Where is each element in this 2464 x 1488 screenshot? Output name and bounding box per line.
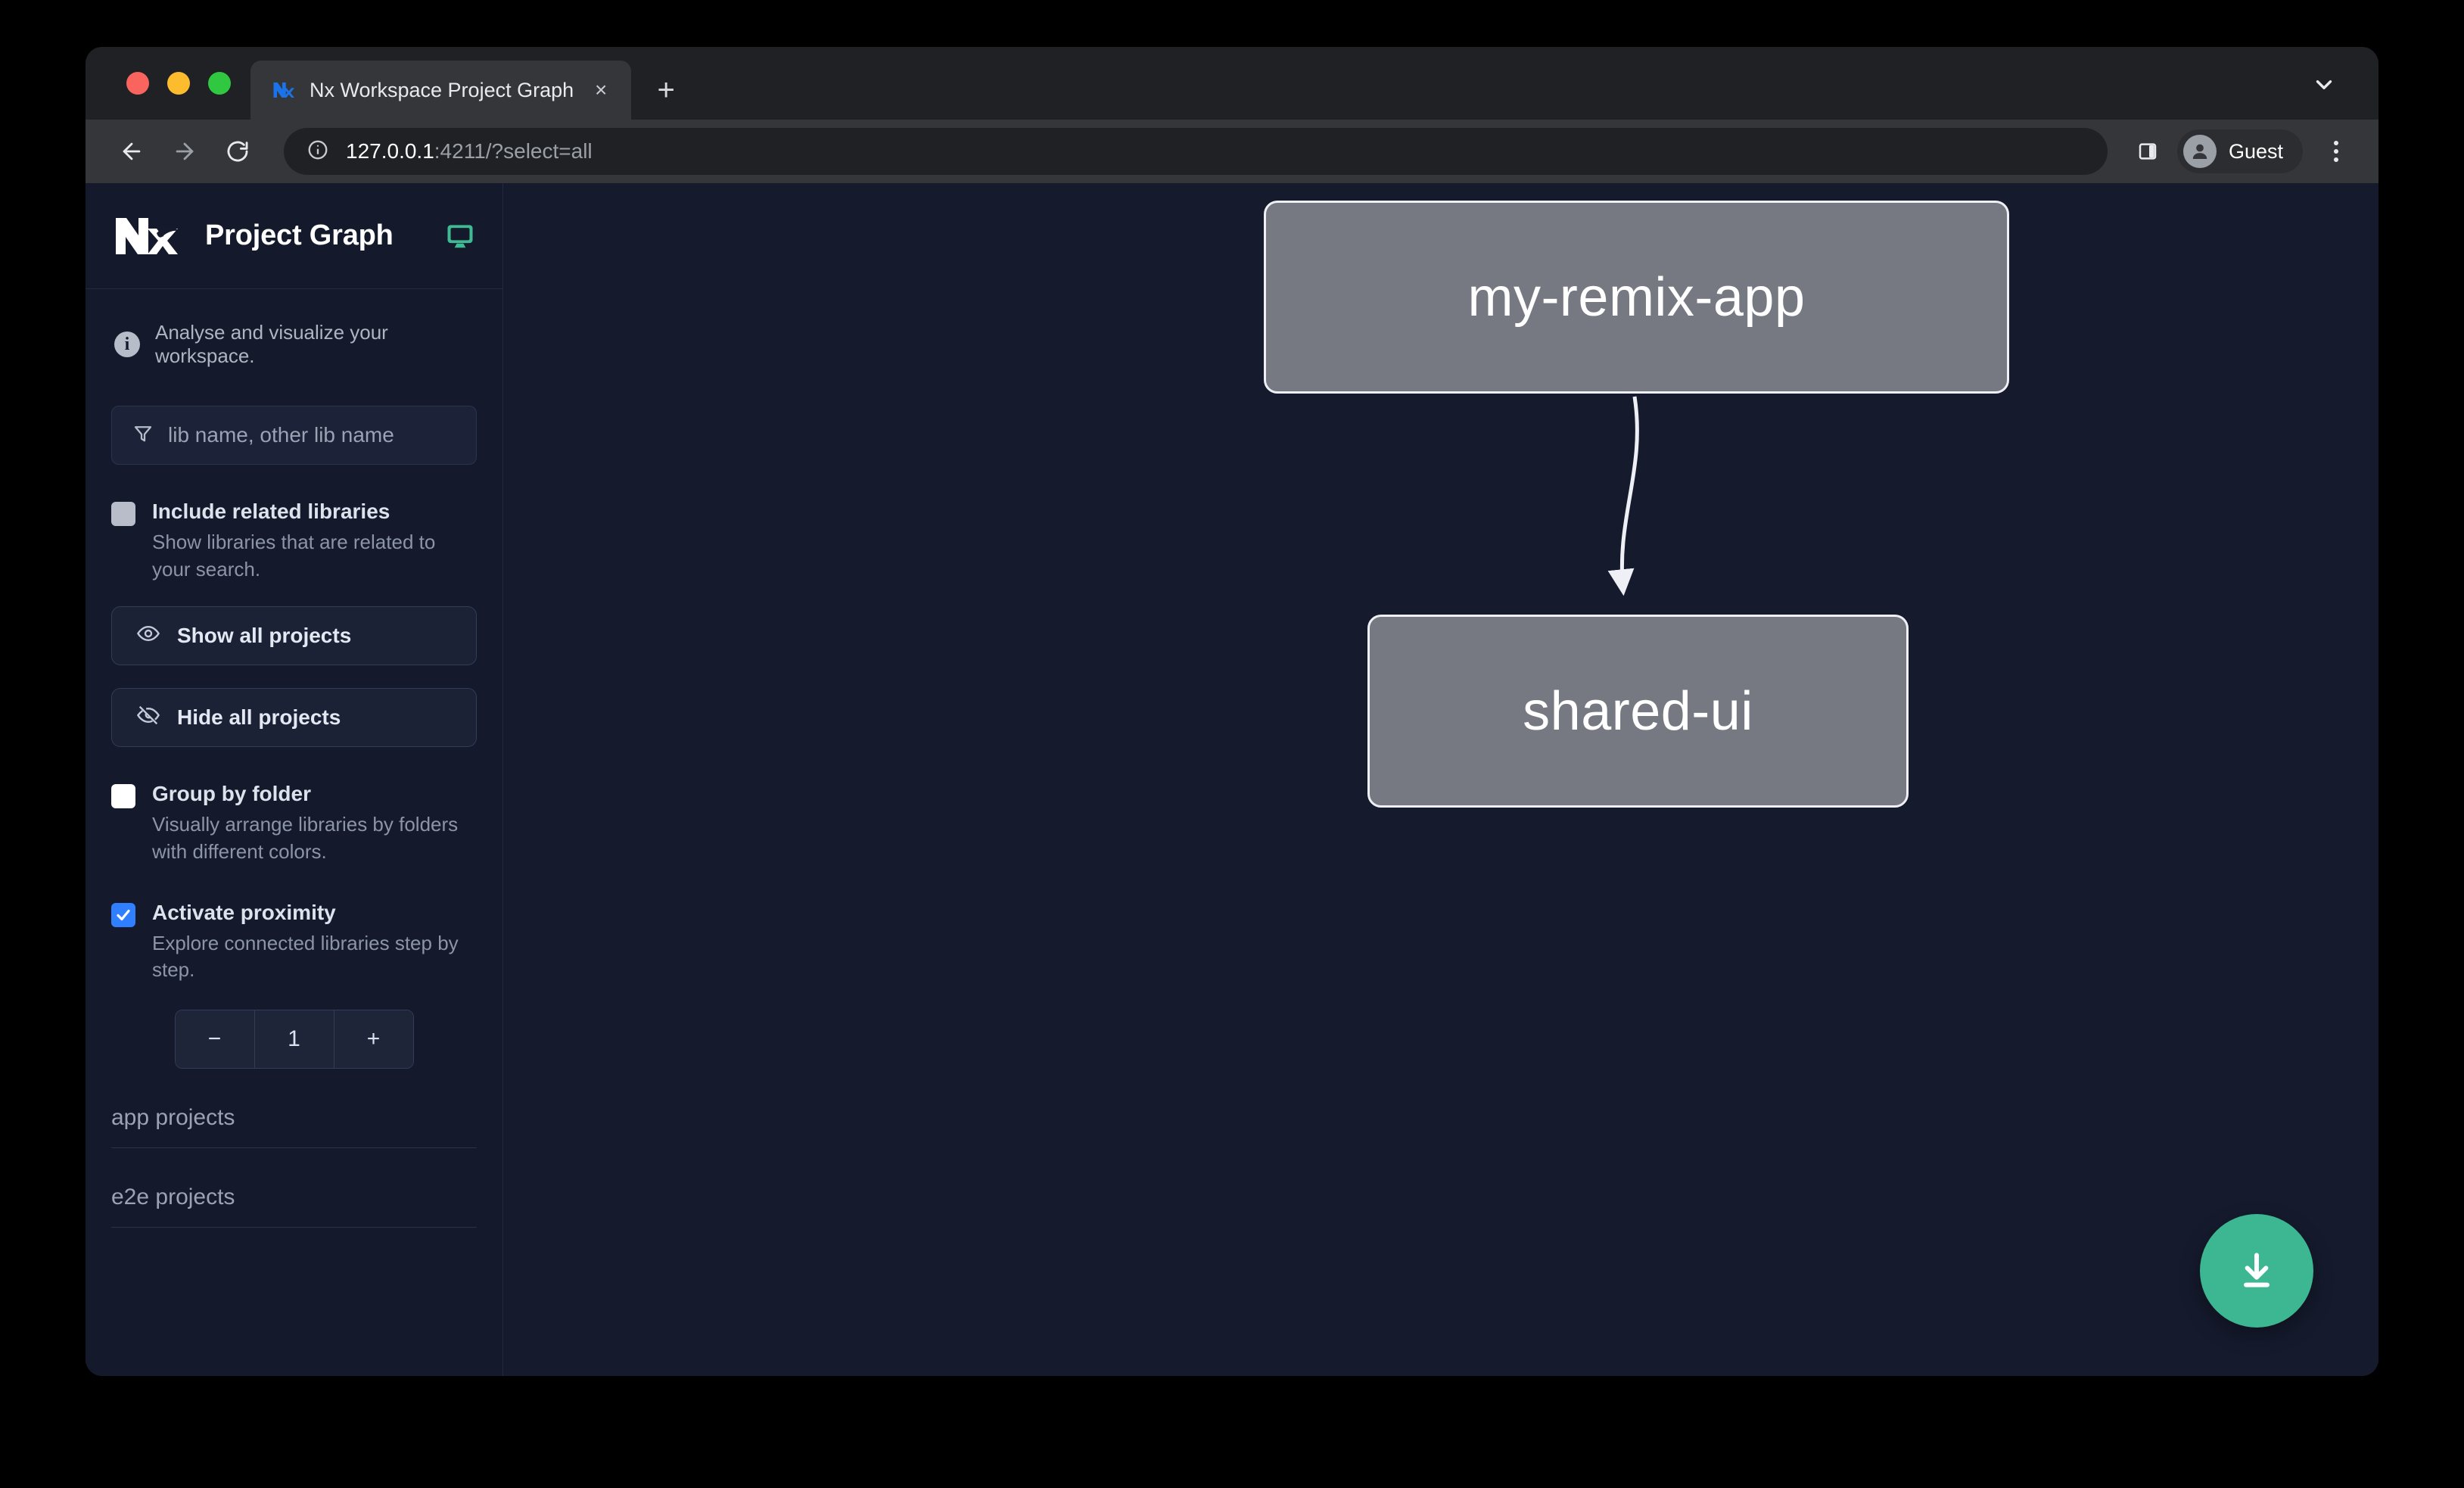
project-graph-canvas[interactable]: my-remix-app shared-ui bbox=[503, 183, 2378, 1376]
sidebar: Project Graph i Analyse and visualize yo… bbox=[86, 183, 503, 1376]
eye-icon bbox=[136, 621, 160, 649]
hide-all-projects-button[interactable]: Hide all projects bbox=[111, 687, 477, 747]
option-activate-proximity[interactable]: Activate proximity Explore connected lib… bbox=[111, 899, 477, 985]
section-e2e-projects[interactable]: e2e projects bbox=[111, 1148, 477, 1228]
hide-all-projects-label: Hide all projects bbox=[177, 705, 341, 729]
filter-icon bbox=[132, 422, 154, 449]
url-text: 127.0.0.1:4211/?select=all bbox=[346, 139, 593, 163]
browser-tab[interactable]: Nx Workspace Project Graph × bbox=[250, 61, 632, 120]
page-title: Project Graph bbox=[205, 219, 394, 251]
tab-strip: Nx Workspace Project Graph × + bbox=[86, 47, 2378, 120]
monitor-icon[interactable] bbox=[443, 219, 477, 253]
option-description: Visually arrange libraries by folders wi… bbox=[152, 812, 459, 863]
graph-node-my-remix-app[interactable]: my-remix-app bbox=[1264, 201, 2009, 394]
stepper-value: 1 bbox=[254, 1010, 334, 1069]
window-controls bbox=[108, 47, 250, 120]
option-group-by-folder[interactable]: Group by folder Visually arrange librari… bbox=[111, 780, 477, 866]
page-content: Project Graph i Analyse and visualize yo… bbox=[86, 183, 2378, 1376]
node-label: my-remix-app bbox=[1467, 266, 1806, 328]
graph-node-shared-ui[interactable]: shared-ui bbox=[1367, 615, 1909, 808]
site-info-icon[interactable] bbox=[306, 139, 329, 165]
tab-title: Nx Workspace Project Graph bbox=[310, 78, 574, 101]
browser-menu-button[interactable] bbox=[2315, 130, 2357, 173]
proximity-stepper[interactable]: − 1 + bbox=[174, 1010, 414, 1069]
sidebar-controls: i Analyse and visualize your workspace. … bbox=[86, 289, 502, 1376]
minimize-window-button[interactable] bbox=[167, 72, 190, 95]
close-tab-button[interactable]: × bbox=[594, 78, 608, 101]
node-label: shared-ui bbox=[1523, 680, 1753, 742]
nx-logo-icon bbox=[111, 213, 187, 259]
group-by-folder-checkbox[interactable] bbox=[111, 783, 135, 808]
section-app-projects[interactable]: app projects bbox=[111, 1069, 477, 1149]
chevron-down-icon[interactable] bbox=[2306, 67, 2342, 103]
eye-off-icon bbox=[136, 703, 160, 731]
filter-input[interactable]: lib name, other lib name bbox=[111, 406, 477, 465]
avatar bbox=[2182, 135, 2217, 168]
new-tab-button[interactable]: + bbox=[657, 73, 675, 107]
toolbar-actions: Guest bbox=[2126, 129, 2357, 173]
url-path: :4211/?select=all bbox=[434, 139, 593, 163]
stepper-decrement-button[interactable]: − bbox=[175, 1010, 254, 1069]
stepper-increment-button[interactable]: + bbox=[333, 1010, 413, 1069]
forward-button[interactable] bbox=[161, 128, 208, 175]
show-all-projects-button[interactable]: Show all projects bbox=[111, 605, 477, 665]
option-label: Group by folder bbox=[152, 781, 311, 805]
profile-name: Guest bbox=[2228, 139, 2283, 163]
option-label: Activate proximity bbox=[152, 900, 336, 924]
show-all-projects-label: Show all projects bbox=[177, 623, 352, 647]
maximize-window-button[interactable] bbox=[208, 72, 231, 95]
edge-my-remix-app-to-shared-ui bbox=[1607, 396, 1639, 596]
reload-button[interactable] bbox=[214, 128, 261, 175]
option-include-related-libraries[interactable]: Include related libraries Show libraries… bbox=[111, 498, 477, 584]
project-sections: app projects e2e projects bbox=[111, 1069, 477, 1228]
info-banner: i Analyse and visualize your workspace. bbox=[111, 289, 477, 368]
info-text: Analyse and visualize your workspace. bbox=[155, 321, 388, 367]
option-description: Explore connected libraries step by step… bbox=[152, 931, 459, 982]
back-button[interactable] bbox=[108, 128, 155, 175]
side-panel-icon[interactable] bbox=[2126, 129, 2170, 173]
close-window-button[interactable] bbox=[126, 72, 149, 95]
include-related-libraries-checkbox[interactable] bbox=[111, 502, 135, 526]
url-host: 127.0.0.1 bbox=[346, 139, 434, 163]
activate-proximity-checkbox[interactable] bbox=[111, 902, 135, 927]
option-label: Include related libraries bbox=[152, 500, 390, 523]
option-description: Show libraries that are related to your … bbox=[152, 531, 436, 581]
profile-button[interactable]: Guest bbox=[2176, 129, 2303, 173]
info-icon: i bbox=[114, 332, 140, 357]
nx-favicon-icon bbox=[270, 77, 296, 103]
filter-placeholder: lib name, other lib name bbox=[168, 423, 394, 447]
browser-toolbar: 127.0.0.1:4211/?select=all Guest bbox=[86, 120, 2378, 183]
address-bar[interactable]: 127.0.0.1:4211/?select=all bbox=[284, 128, 2108, 175]
download-graph-button[interactable] bbox=[2200, 1214, 2313, 1328]
browser-window: Nx Workspace Project Graph × + bbox=[86, 47, 2378, 1376]
sidebar-header: Project Graph bbox=[86, 183, 502, 289]
